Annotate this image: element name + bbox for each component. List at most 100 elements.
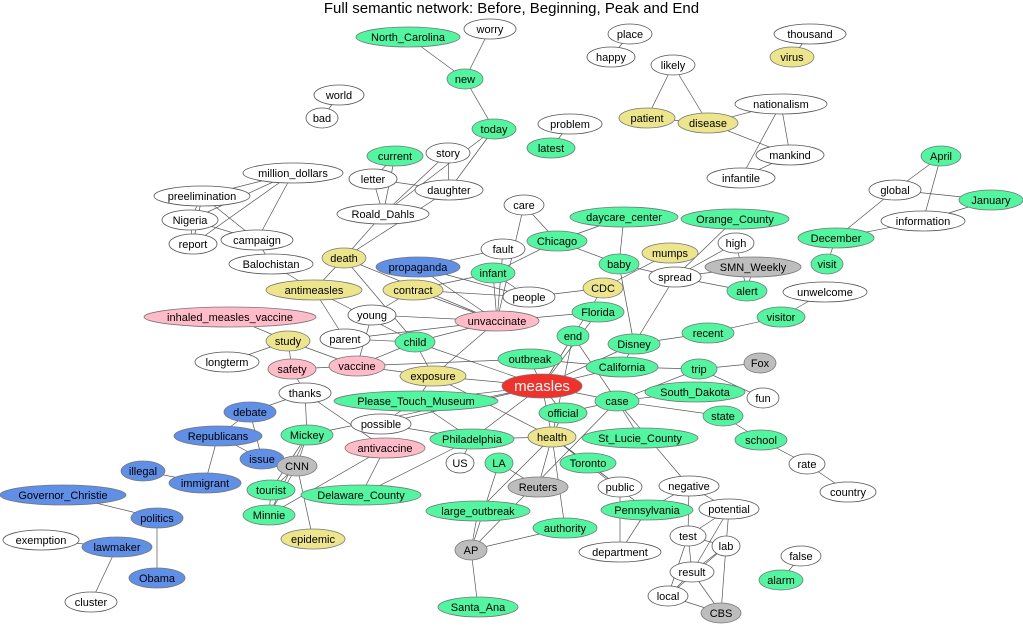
- node-possible[interactable]: possible: [350, 413, 412, 435]
- node-health[interactable]: health: [527, 426, 577, 448]
- node-lab[interactable]: lab: [711, 535, 741, 557]
- node-official[interactable]: official: [538, 402, 588, 424]
- node-cbs[interactable]: CBS: [700, 602, 742, 624]
- node-santa_ana[interactable]: Santa_Ana: [437, 596, 519, 618]
- node-trip[interactable]: trip: [680, 358, 718, 380]
- node-thousand[interactable]: thousand: [773, 23, 847, 45]
- node-us[interactable]: US: [445, 452, 475, 474]
- node-disney[interactable]: Disney: [607, 333, 661, 355]
- node-delaware_county[interactable]: Delaware_County: [300, 484, 422, 506]
- node-reuters[interactable]: Reuters: [507, 476, 569, 498]
- node-public[interactable]: public: [597, 476, 643, 498]
- node-exemption[interactable]: exemption: [2, 529, 80, 551]
- node-unvaccinate[interactable]: unvaccinate: [454, 310, 540, 332]
- node-tourist[interactable]: tourist: [246, 479, 296, 501]
- node-preelimination[interactable]: preelimination: [153, 185, 251, 207]
- node-parent[interactable]: parent: [319, 328, 371, 350]
- node-authority[interactable]: authority: [532, 517, 598, 539]
- node-people[interactable]: people: [502, 286, 556, 308]
- node-letter[interactable]: letter: [348, 168, 398, 190]
- node-contract[interactable]: contract: [382, 279, 444, 301]
- node-new[interactable]: new: [446, 68, 484, 90]
- node-balochistan[interactable]: Balochistan: [228, 253, 314, 275]
- node-baby[interactable]: baby: [598, 253, 640, 275]
- node-end[interactable]: end: [556, 325, 590, 347]
- node-disease[interactable]: disease: [677, 112, 739, 134]
- node-patient[interactable]: patient: [618, 107, 676, 129]
- node-safety[interactable]: safety: [267, 358, 317, 380]
- node-please_touch_museum[interactable]: Please_Touch_Museum: [333, 390, 499, 412]
- node-spread[interactable]: spread: [648, 266, 702, 288]
- node-obama[interactable]: Obama: [128, 567, 186, 589]
- node-mumps[interactable]: mumps: [641, 242, 699, 264]
- node-potential[interactable]: potential: [698, 498, 760, 520]
- node-longterm[interactable]: longterm: [194, 351, 260, 373]
- node-debate[interactable]: debate: [223, 401, 277, 423]
- node-high[interactable]: high: [717, 232, 755, 254]
- node-global[interactable]: global: [868, 179, 922, 201]
- node-fox[interactable]: Fox: [743, 352, 777, 374]
- node-alert[interactable]: alert: [726, 280, 768, 302]
- node-report[interactable]: report: [168, 233, 218, 255]
- node-happy[interactable]: happy: [586, 46, 636, 68]
- node-child[interactable]: child: [394, 331, 436, 353]
- node-million_dollars[interactable]: million_dollars: [242, 162, 344, 184]
- node-nigeria[interactable]: Nigeria: [161, 209, 219, 231]
- node-antivaccine[interactable]: antivaccine: [344, 437, 426, 459]
- node-story[interactable]: story: [425, 142, 471, 164]
- node-fault[interactable]: fault: [480, 238, 526, 260]
- node-local[interactable]: local: [647, 585, 689, 607]
- node-toronto[interactable]: Toronto: [559, 452, 617, 474]
- node-likely[interactable]: likely: [650, 54, 696, 76]
- node-young[interactable]: young: [347, 304, 397, 326]
- node-cluster[interactable]: cluster: [64, 591, 118, 613]
- node-issue[interactable]: issue: [239, 448, 285, 470]
- node-virus[interactable]: virus: [769, 46, 815, 68]
- node-antimeasles[interactable]: antimeasles: [265, 279, 363, 301]
- node-large_outbreak[interactable]: large_outbreak: [425, 500, 531, 522]
- node-nationalism[interactable]: nationalism: [734, 93, 828, 115]
- node-worry[interactable]: worry: [463, 18, 517, 40]
- node-politics[interactable]: politics: [130, 507, 184, 529]
- node-orange_county[interactable]: Orange_County: [680, 208, 790, 230]
- node-state[interactable]: state: [702, 405, 744, 427]
- node-north_carolina[interactable]: North_Carolina: [355, 26, 461, 48]
- node-measles[interactable]: measles: [501, 373, 583, 399]
- node-problem[interactable]: problem: [537, 113, 603, 135]
- node-pennsylvania[interactable]: Pennsylvania: [600, 499, 694, 521]
- node-epidemic[interactable]: epidemic: [280, 528, 346, 550]
- node-december[interactable]: December: [797, 227, 875, 249]
- node-death[interactable]: death: [321, 247, 367, 269]
- node-la[interactable]: LA: [484, 452, 514, 474]
- node-world[interactable]: world: [313, 84, 365, 106]
- node-republicans[interactable]: Republicans: [173, 425, 263, 447]
- node-unwelcome[interactable]: unwelcome: [782, 281, 868, 303]
- node-test[interactable]: test: [669, 525, 707, 547]
- node-bad[interactable]: bad: [305, 107, 339, 129]
- node-latest[interactable]: latest: [526, 137, 576, 159]
- node-immigrant[interactable]: immigrant: [168, 472, 242, 494]
- node-visitor[interactable]: visitor: [756, 306, 806, 328]
- node-recent[interactable]: recent: [681, 322, 735, 344]
- node-april[interactable]: April: [920, 145, 962, 167]
- node-mickey[interactable]: Mickey: [280, 424, 334, 446]
- node-thanks[interactable]: thanks: [278, 382, 332, 404]
- node-florida[interactable]: Florida: [571, 301, 625, 323]
- node-fun[interactable]: fun: [746, 387, 780, 409]
- node-mankind[interactable]: mankind: [755, 144, 825, 166]
- node-visit[interactable]: visit: [810, 253, 844, 275]
- node-st_lucie_county[interactable]: St_Lucie_County: [581, 427, 699, 449]
- node-propaganda[interactable]: propaganda: [375, 256, 461, 278]
- node-case[interactable]: case: [594, 390, 640, 412]
- node-daycare_center[interactable]: daycare_center: [569, 206, 679, 228]
- node-school[interactable]: school: [734, 429, 788, 451]
- node-department[interactable]: department: [578, 541, 662, 563]
- node-ap[interactable]: AP: [454, 539, 488, 561]
- node-current[interactable]: current: [366, 145, 424, 167]
- node-false[interactable]: false: [780, 545, 822, 567]
- node-vaccine[interactable]: vaccine: [328, 355, 386, 377]
- node-minnie[interactable]: Minnie: [242, 504, 296, 526]
- node-chicago[interactable]: Chicago: [526, 230, 588, 252]
- node-inhaled_measles_vaccine[interactable]: inhaled_measles_vaccine: [143, 306, 317, 328]
- node-roald_dahls[interactable]: Roald_Dahls: [336, 203, 430, 225]
